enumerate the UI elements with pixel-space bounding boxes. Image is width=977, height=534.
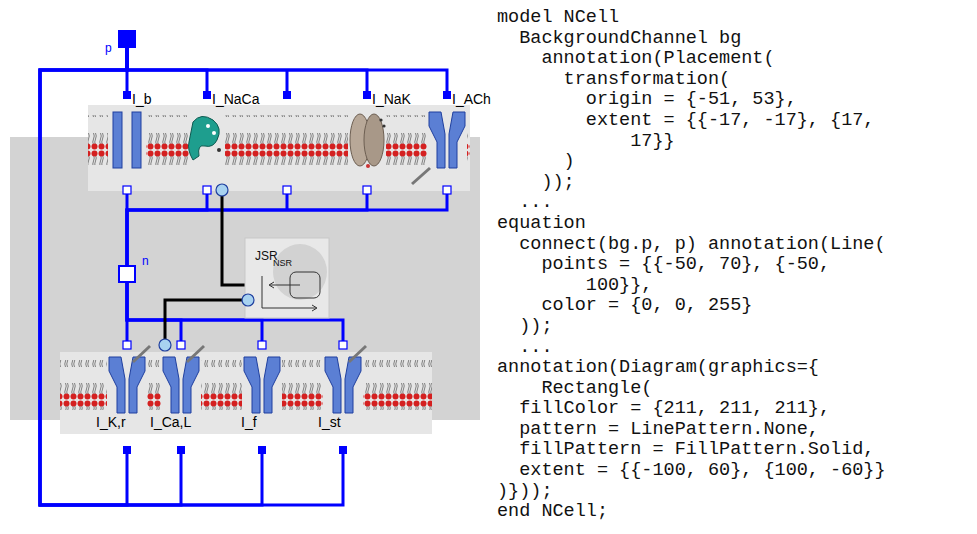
- channel-symbol: [161, 346, 204, 415]
- code-line: transformation(: [497, 70, 886, 91]
- channel: I_NaCa: [190, 95, 224, 190]
- code-line: ...: [497, 338, 886, 359]
- code-line: extent = {{-17, -17}, {17,: [497, 111, 886, 132]
- channel: I_f: [245, 345, 279, 450]
- channel: I_Ca,L: [164, 345, 198, 450]
- calcium-connection: [222, 190, 245, 285]
- code-line: extent = {{-100, 60}, {100, -60}}: [497, 461, 886, 482]
- node-label: I_f: [241, 415, 257, 429]
- code-line: )}));: [497, 482, 886, 503]
- node-label: p: [105, 42, 112, 54]
- code-line: end NCell;: [497, 502, 886, 523]
- pin-open: [123, 186, 451, 349]
- code-line: ...: [497, 193, 886, 214]
- channel: I_st: [326, 345, 360, 450]
- membrane-band: [60, 352, 432, 434]
- wire: [40, 48, 127, 505]
- code-line: ));: [497, 317, 886, 338]
- code-line: pattern = LinePattern.None,: [497, 420, 886, 441]
- pump-symbol: [348, 112, 386, 168]
- node-label: I_ACh: [452, 92, 491, 106]
- sr-box: JSRNSR: [245, 238, 329, 318]
- channel-symbol: [412, 110, 467, 184]
- calcium-port: [159, 184, 254, 351]
- code-listing: model NCell BackgroundChannel bg annotat…: [497, 8, 886, 523]
- code-line: 100}},: [497, 276, 886, 297]
- code-line: fillColor = {211, 211, 211},: [497, 399, 886, 420]
- exchanger-symbol: [189, 112, 226, 168]
- code-line: annotation(Diagram(graphics={: [497, 358, 886, 379]
- wire: [40, 48, 181, 505]
- port-n: n: [118, 265, 136, 283]
- node-label: I_NaK: [372, 92, 411, 106]
- code-line: origin = {-51, 53},: [497, 90, 886, 111]
- calcium-connection: [165, 300, 245, 345]
- code-line: ));: [497, 173, 886, 194]
- node-label: I_NaCa: [212, 92, 259, 106]
- code-line: color = {0, 0, 255}: [497, 296, 886, 317]
- wire: [127, 283, 262, 345]
- code-line: points = {{-50, 70}, {-50,: [497, 255, 886, 276]
- channel-symbol: [107, 346, 150, 415]
- code-line: BackgroundChannel bg: [497, 29, 886, 50]
- node-label: n: [142, 255, 149, 267]
- node-label: I_K,r: [96, 415, 126, 429]
- channel: I_b: [110, 95, 144, 190]
- node-label: I_Ca,L: [150, 415, 191, 429]
- port-p: p: [118, 30, 136, 48]
- background-channel-symbol: [108, 112, 146, 168]
- code-line: equation: [497, 214, 886, 235]
- membrane-band: [88, 105, 470, 191]
- code-line: Rectangle(: [497, 379, 886, 400]
- channel-symbol: [323, 346, 366, 415]
- channel: I_NaK: [350, 95, 384, 190]
- wire: [127, 283, 181, 345]
- sarcoplasmic-reticulum-symbol: [245, 238, 329, 318]
- channel-symbol: [242, 355, 282, 415]
- code-line: connect(bg.p, p) annotation(Line(: [497, 235, 886, 256]
- channel: I_K,r: [110, 345, 144, 450]
- node-label: I_b: [132, 92, 151, 106]
- wire: [40, 48, 343, 505]
- node-label: I_st: [318, 415, 341, 429]
- code-line: 17}}: [497, 132, 886, 153]
- pin-filled: [123, 91, 451, 454]
- code-line: ): [497, 152, 886, 173]
- node-label: NSR: [273, 259, 292, 268]
- channel: I_ACh: [430, 95, 464, 190]
- code-line: model NCell: [497, 8, 886, 29]
- code-line: fillPattern = FillPattern.Solid,: [497, 440, 886, 461]
- code-line: annotation(Placement(: [497, 49, 886, 70]
- wire: [40, 48, 262, 505]
- wire: [127, 190, 207, 265]
